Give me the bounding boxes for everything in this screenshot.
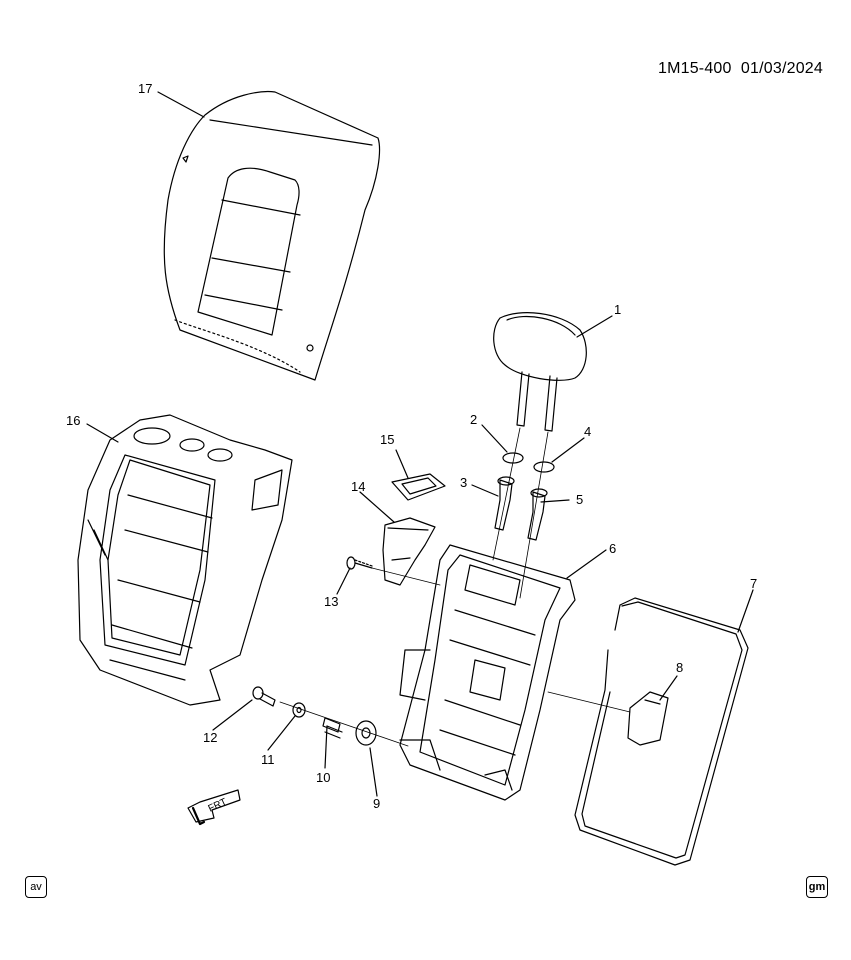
part-6-frame	[399, 544, 576, 801]
part-10-spring	[322, 717, 343, 739]
gm-logo-badge: gm	[806, 876, 828, 898]
callout-6: 6	[609, 541, 616, 556]
part-17-seatback-cover	[163, 91, 381, 381]
callout-13: 13	[324, 594, 338, 609]
callout-9: 9	[373, 796, 380, 811]
part-16-seatback-pad	[77, 414, 293, 706]
callout-7: 7	[750, 576, 757, 591]
callout-12: 12	[203, 730, 217, 745]
diagram-code: 1M15-400	[657, 60, 732, 77]
callout-labels: 1 2 3 4 5 6 7 8 9 10 11 12 13 14 15 16 1…	[66, 81, 757, 811]
part-5-guide	[527, 488, 548, 541]
callout-2: 2	[470, 412, 477, 427]
front-direction-arrow: FRT	[187, 789, 241, 826]
part-13-bolt	[346, 556, 373, 570]
callout-16: 16	[66, 413, 80, 428]
leader-lines	[86, 91, 754, 797]
callout-14: 14	[351, 479, 365, 494]
part-11-washer	[292, 702, 306, 718]
callout-1: 1	[614, 302, 621, 317]
part-8-clip	[627, 691, 669, 746]
callout-11: 11	[261, 752, 275, 767]
callout-4: 4	[584, 424, 591, 439]
callout-15: 15	[380, 432, 394, 447]
callout-3: 3	[460, 475, 467, 490]
part-9-cover	[355, 720, 377, 746]
av-badge: av	[25, 876, 47, 898]
callout-5: 5	[576, 492, 583, 507]
part-4-grommet	[533, 461, 555, 473]
callout-8: 8	[676, 660, 683, 675]
part-1-headrest	[493, 312, 587, 432]
part-14-latch	[382, 517, 436, 586]
part-12-pin	[252, 686, 276, 707]
callout-10: 10	[316, 770, 330, 785]
diagram-header: 1M15-400 01/03/2024	[658, 60, 823, 78]
part-15-latch-bezel	[391, 473, 446, 501]
diagram-date: 01/03/2024	[740, 60, 823, 77]
part-7-trim-strip	[574, 597, 749, 866]
part-3-guide	[494, 476, 515, 531]
callout-17: 17	[138, 81, 152, 96]
assembly-lines	[279, 427, 631, 747]
